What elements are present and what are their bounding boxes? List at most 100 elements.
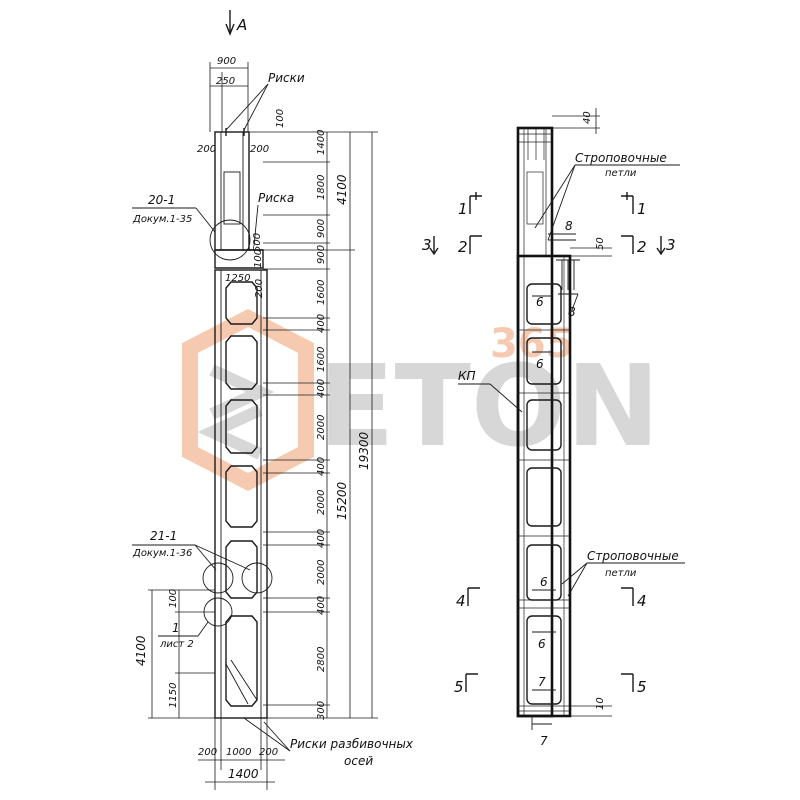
- section-mark-8-a: 8: [565, 219, 573, 233]
- watermark-brand: ETON: [318, 342, 660, 472]
- dim-seg-400-c: 400: [316, 457, 327, 476]
- dim-top-side-right: 200: [250, 144, 269, 155]
- dim-seg-900-b: 900: [316, 245, 327, 264]
- section-mark-6-b: 6: [536, 357, 544, 371]
- column-shaft: [214, 269, 268, 719]
- callout-21-1-number: 21-1: [150, 529, 177, 543]
- cut-5-left: 5: [454, 678, 464, 696]
- section-kp-group: КП: [458, 369, 523, 413]
- section-mark-8-b: 8: [568, 305, 576, 319]
- cut-1-left: 1: [458, 200, 468, 218]
- dim-seg-1800: 1800: [316, 175, 327, 200]
- dim-seg-2000-a: 2000: [316, 415, 327, 440]
- callout-20-1-number: 20-1: [148, 193, 175, 207]
- dim-bottom-200-left: 200: [198, 747, 217, 758]
- cut-4-left: 4: [456, 592, 466, 610]
- dim-inner-200: 200: [254, 279, 265, 298]
- section-dim-40: 40: [582, 111, 593, 124]
- section-opening-marks: 6 6 6 6 7 7: [531, 295, 556, 748]
- label-riski-axes-1: Риски разбивочных: [290, 737, 414, 751]
- section-dim-50-group: 50: [570, 237, 612, 257]
- dim-total-15200: 15200: [335, 481, 349, 520]
- opening-5: [225, 540, 258, 599]
- dim-seg-2000-c: 2000: [316, 560, 327, 585]
- opening-3: [225, 399, 258, 454]
- cut-5-right: 5: [637, 678, 647, 696]
- section-mark-7-a: 7: [538, 675, 546, 689]
- stroping-loops-top: Строповочные петли: [534, 151, 680, 241]
- callout-20-1-circle: [209, 219, 251, 261]
- cut-3-right: 3: [666, 236, 676, 254]
- callout-1-number: 1: [172, 621, 180, 635]
- callout-20-1-doc: Докум.1-35: [132, 214, 192, 225]
- section-dim-10: 10: [595, 697, 606, 710]
- callout-21-1-circle-b: [241, 562, 273, 594]
- dim-rib-1250: 1250: [225, 273, 250, 284]
- opening-2: [225, 335, 258, 390]
- cut-2-right: 2: [637, 238, 647, 256]
- riski-axes-label-group: Риски разбивочных осей: [243, 717, 414, 768]
- dim-top-900: 900: [217, 56, 236, 67]
- callout-21-1: 21-1 Докум.1-36: [132, 529, 273, 594]
- opening-6: [225, 615, 258, 707]
- view-a-label: A: [236, 16, 247, 34]
- section-dim-50: 50: [595, 237, 606, 250]
- stroping-top-line-1: Строповочные: [575, 151, 667, 165]
- riska-label-group: Риска: [253, 191, 294, 247]
- dim-top-250: 250: [216, 76, 235, 87]
- opening-4: [225, 465, 258, 528]
- watermark-number: 365: [490, 321, 574, 367]
- column-openings: [225, 281, 258, 707]
- bottom-dimensions: 200 1000 200 1400: [198, 718, 285, 790]
- dim-bottom-1400: 1400: [228, 767, 259, 781]
- dim-left-1150: 1150: [168, 683, 179, 708]
- right-section-view: 40 Строповочные петли 8 8 50: [422, 108, 685, 748]
- stroping-bot-line-1: Строповочные: [587, 549, 679, 563]
- dim-inner-100: 100: [253, 249, 264, 268]
- left-elevation: A 900 250 200 200 100 Риски: [132, 10, 414, 790]
- section-opening-2: [526, 337, 562, 385]
- stroping-loops-bottom: Строповочные петли: [561, 549, 685, 597]
- section-openings: [518, 283, 570, 705]
- top-dimensions: 900 250 200 200 100: [197, 56, 286, 155]
- dim-seg-400-e: 400: [316, 596, 327, 615]
- dim-seg-400-a: 400: [316, 314, 327, 333]
- dim-total-19300: 19300: [357, 431, 371, 470]
- label-riski-axes-2: осей: [344, 754, 373, 768]
- label-riska: Риска: [258, 191, 294, 205]
- section-opening-3: [526, 399, 562, 451]
- dim-left-100: 100: [168, 589, 179, 608]
- dim-total-4100: 4100: [335, 174, 349, 205]
- callout-1-sheet: лист 2: [159, 639, 194, 650]
- label-riski: Риски: [268, 71, 305, 85]
- watermark-hexagon-logo: [182, 308, 314, 492]
- section-mark-6-c: 6: [540, 575, 548, 589]
- section-kp: КП: [458, 369, 476, 383]
- watermark: ETON 365: [182, 308, 660, 492]
- dim-bottom-1000: 1000: [226, 747, 251, 758]
- dim-left-4100: 4100: [134, 635, 148, 666]
- dim-seg-1600-b: 1600: [316, 347, 327, 372]
- column-upper: [214, 128, 250, 251]
- cut-3-left: 3: [422, 236, 432, 254]
- callout-21-1-doc: Докум.1-36: [132, 548, 192, 559]
- left-dimensions: 4100 100 1150: [134, 589, 215, 719]
- section-mark-8-group: 8 8: [548, 219, 580, 319]
- dim-seg-2000-b: 2000: [316, 490, 327, 515]
- section-top-dim: 40: [552, 108, 600, 134]
- section-opening-6: [526, 615, 562, 705]
- dim-top-gap-100: 100: [275, 109, 286, 128]
- dim-seg-1400: 1400: [316, 130, 327, 155]
- dim-seg-400-d: 400: [316, 529, 327, 548]
- section-dim-10-group: 10: [570, 697, 612, 717]
- callout-20-1: 20-1 Докум.1-35: [132, 193, 251, 261]
- section-mark-6-d: 6: [538, 637, 546, 651]
- dim-seg-2800: 2800: [316, 647, 327, 672]
- view-a-arrow: A: [225, 10, 247, 36]
- callout-21-1-circle-a: [202, 562, 234, 594]
- cut-4-right: 4: [637, 592, 647, 610]
- dim-bottom-200-right: 200: [259, 747, 278, 758]
- cut-2-left: 2: [458, 238, 468, 256]
- dim-seg-900-a: 900: [316, 219, 327, 238]
